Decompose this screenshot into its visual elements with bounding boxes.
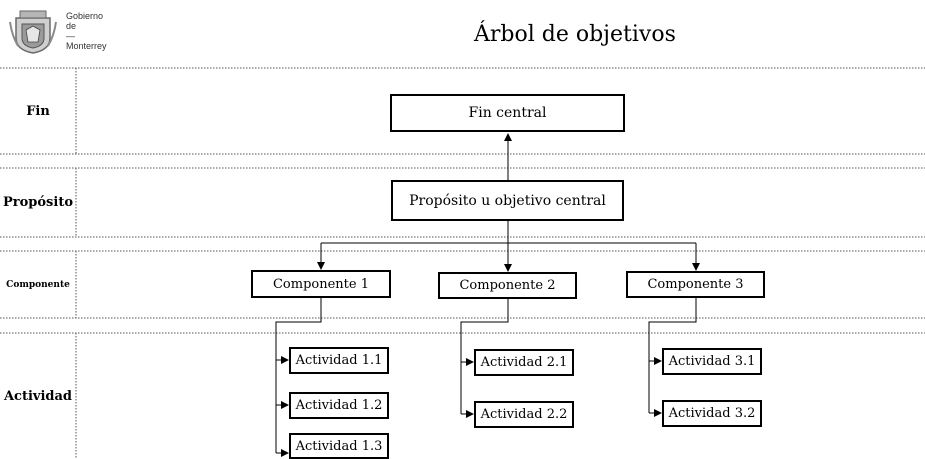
node-actividad-2-2: Actividad 2.2 xyxy=(474,401,574,428)
row-label-actividad: Actividad xyxy=(3,388,73,404)
node-componente-1: Componente 1 xyxy=(251,270,391,298)
logo-text-line-4: Monterrey xyxy=(66,41,107,51)
node-componente-2: Componente 2 xyxy=(438,272,577,299)
node-actividad-2-1: Actividad 2.1 xyxy=(474,349,574,376)
node-actividad-1-2: Actividad 1.2 xyxy=(289,392,389,419)
connector-c1-down xyxy=(275,298,322,453)
node-actividad-3-1: Actividad 3.1 xyxy=(662,348,762,375)
logo-text-line-1: Gobierno xyxy=(66,11,104,21)
row-label-proposito: Propósito xyxy=(3,195,73,210)
coat-of-arms-logo-icon xyxy=(9,10,57,54)
row-label-fin: Fin xyxy=(26,103,50,119)
node-actividad-3-2: Actividad 3.2 xyxy=(662,400,762,427)
page-title: Árbol de objetivos xyxy=(474,22,676,47)
row-label-componente: Componente xyxy=(6,279,70,290)
node-actividad-1-3: Actividad 1.3 xyxy=(289,433,389,459)
node-fin-central: Fin central xyxy=(390,94,625,132)
logo-text-line-2: de xyxy=(66,21,77,31)
node-actividad-1-1: Actividad 1.1 xyxy=(289,347,389,374)
logo-text-line-3: — xyxy=(66,31,75,41)
node-proposito-central: Propósito u objetivo central xyxy=(391,180,624,221)
connector-c3-down xyxy=(648,298,697,413)
connector-c2-down xyxy=(460,299,509,414)
node-componente-3: Componente 3 xyxy=(626,271,765,298)
